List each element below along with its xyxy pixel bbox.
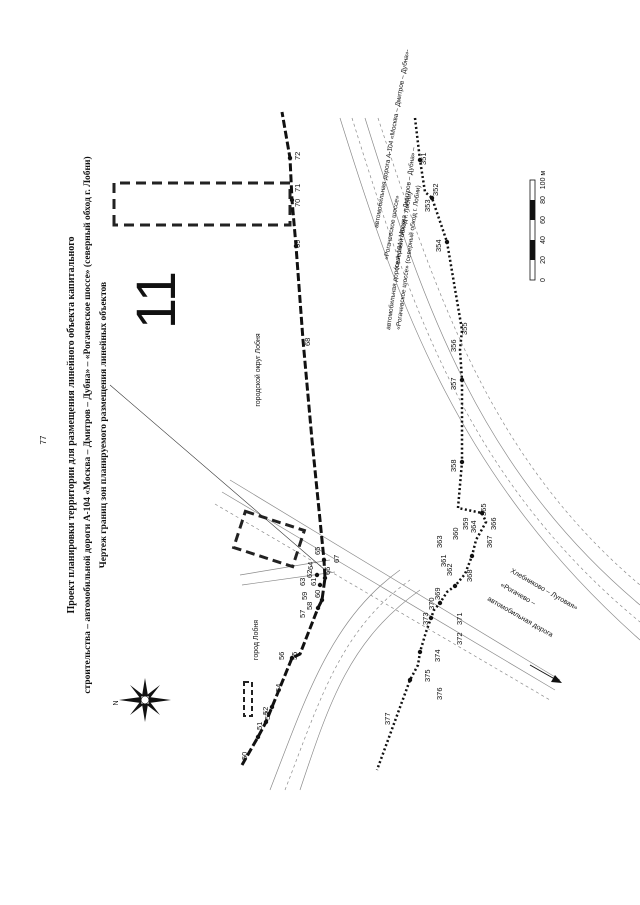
road-arrow-icon: [529, 664, 562, 683]
point-label: 369: [433, 587, 442, 600]
point-label: 71: [293, 184, 302, 192]
north-label: N: [113, 700, 120, 705]
point-label: 364: [469, 520, 478, 533]
sheet-number: 11: [124, 271, 187, 329]
point-label: 375: [423, 669, 432, 682]
point-label: 358: [449, 459, 458, 472]
point-label: 368: [465, 569, 474, 582]
vertices: [255, 155, 485, 740]
point-label: 59: [300, 592, 309, 600]
point-label: 377: [383, 712, 392, 725]
scale-tick: 20: [540, 256, 547, 264]
label-city: город Лобня: [252, 620, 260, 660]
point-label: 353: [423, 199, 432, 212]
road-rogachevo: [214, 479, 561, 701]
point-label: 62: [305, 570, 314, 578]
point-label: 361: [439, 554, 448, 567]
zone-rect-2: [243, 681, 253, 717]
point-label: 67: [332, 555, 341, 563]
title-line-3: Чертеж границ зон планируемого размещени…: [98, 282, 109, 568]
point-label: 372: [455, 632, 464, 645]
point-label: 367: [485, 535, 494, 548]
leader-line: [109, 384, 326, 571]
page-number: 77: [39, 435, 48, 444]
scale-tick: 40: [540, 236, 547, 244]
point-label: 66: [323, 567, 332, 575]
point-label: 64: [306, 562, 315, 570]
point-label: 61: [309, 578, 318, 586]
point-label: 362: [445, 563, 454, 576]
label-okrug: городской округ Лобня: [254, 333, 262, 407]
point-label: 52: [261, 707, 270, 715]
point-label: 359: [461, 517, 470, 530]
point-label: 355: [460, 322, 469, 335]
point-label: 57: [298, 610, 307, 618]
labels-dotted: 351 352 353 354 355 356 357 358 359 360 …: [383, 152, 498, 725]
point-label: 365: [479, 503, 488, 516]
point-label: 69: [293, 240, 302, 248]
point-label: 50: [240, 752, 249, 760]
point-label: 357: [449, 377, 458, 390]
scale-tick: 0: [540, 278, 547, 282]
scale-tick: 100 м: [540, 171, 547, 190]
point-label: 371: [455, 612, 464, 625]
point-label: 376: [435, 687, 444, 700]
point-label: 56: [277, 652, 286, 660]
scale-bar: [529, 179, 536, 281]
point-label: 65: [313, 547, 322, 555]
point-label: 352: [431, 183, 440, 196]
point-label: 360: [451, 527, 460, 540]
scale-ticks: 0 20 40 60 80 100 м: [540, 171, 547, 282]
point-label: 356: [449, 339, 458, 352]
point-label: 63: [298, 578, 307, 586]
point-label: 354: [434, 239, 443, 252]
highway-a104: [269, 117, 640, 791]
point-label: 54: [274, 684, 283, 692]
point-label: 373: [421, 612, 430, 625]
title-line-2: строительства – автомобильной дороги А-1…: [82, 156, 93, 693]
point-label: 58: [305, 602, 314, 610]
point-label: 370: [427, 597, 436, 610]
point-label: 366: [489, 517, 498, 530]
label-road-rogachevo: автомобильная дорога «Рогачево – Хлебник…: [486, 567, 579, 639]
svg-text:автомобильная дорога: автомобильная дорога: [486, 595, 555, 639]
boundary-dashed: [240, 111, 327, 766]
point-label: 363: [435, 535, 444, 548]
svg-text:Хлебниково – Луговая»: Хлебниково – Луговая»: [509, 567, 579, 612]
point-label: 72: [293, 152, 302, 160]
compass-rose-icon: [119, 678, 171, 722]
labels-dashed: 50 51 52 53 54 55 56 57 58 59 60 61 62 6…: [240, 152, 341, 760]
point-label: 53: [263, 712, 272, 720]
point-label: 70: [293, 199, 302, 207]
point-label: 351: [419, 152, 428, 165]
scale-tick: 80: [540, 196, 547, 204]
point-label: 55: [290, 652, 299, 660]
title-line-1: Проект планировки территории для размеще…: [66, 236, 77, 613]
label-highway-a104: автомобильная дорога А-104 «Москва – Дми…: [372, 49, 422, 331]
scale-tick: 60: [540, 216, 547, 224]
point-label: 374: [433, 649, 442, 662]
zone-rect-1: [231, 509, 307, 569]
zone-polygon-north: [112, 181, 292, 227]
point-label: 51: [255, 722, 264, 730]
point-label: 68: [303, 338, 312, 346]
point-label: 60: [313, 590, 322, 598]
